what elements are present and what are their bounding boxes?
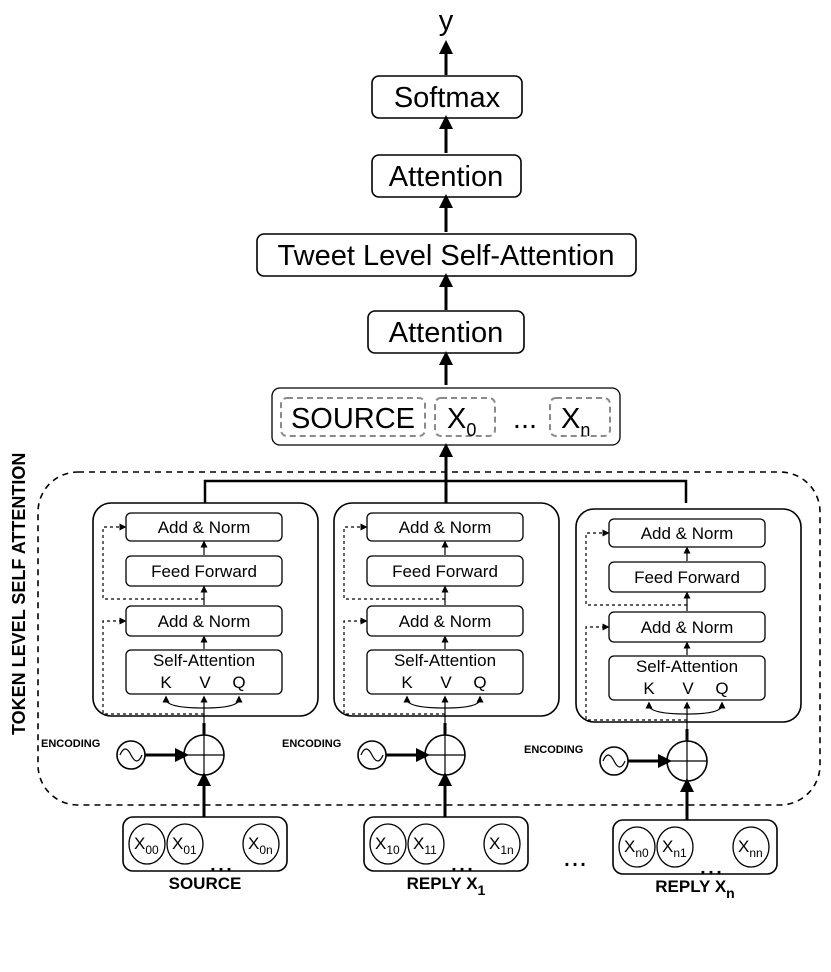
token-node xyxy=(483,823,521,865)
token-level-region xyxy=(37,471,821,806)
input-group-frame xyxy=(122,816,288,872)
concat-xn-label: Xn xyxy=(561,403,590,440)
token-node xyxy=(128,823,166,865)
token-label: Xn0 xyxy=(624,837,649,860)
token-label: Xnn xyxy=(738,837,763,860)
token-label: X0n xyxy=(248,834,273,857)
between-groups-ellipsis: ... xyxy=(563,841,587,873)
softmax-label: Softmax xyxy=(394,82,501,114)
token-node xyxy=(369,823,407,865)
token-node xyxy=(656,826,694,868)
tweet-level-label: Tweet Level Self-Attention xyxy=(278,240,615,272)
input-group-0: X00 X01 X0n...SOURCE xyxy=(122,816,288,893)
add-norm-bottom-label: Add & Norm xyxy=(158,612,251,631)
token-node xyxy=(618,826,656,868)
feed-forward-label: Feed Forward xyxy=(634,568,740,587)
encoding-label: ENCODING xyxy=(41,738,100,750)
self-attention-label: Self-Attention xyxy=(394,651,496,670)
token-label: X00 xyxy=(134,834,159,857)
residual-lower xyxy=(343,617,445,715)
token-node xyxy=(166,823,204,865)
token-ellipsis: ... xyxy=(450,846,474,878)
token-label: X01 xyxy=(172,834,197,857)
query-label: Q xyxy=(232,673,245,692)
token-label: X11 xyxy=(413,834,437,857)
residual-upper xyxy=(585,529,687,606)
self-attention-box xyxy=(125,649,283,695)
add-norm-bottom-label: Add & Norm xyxy=(641,618,734,637)
add-norm-top-label: Add & Norm xyxy=(158,518,251,537)
token-node xyxy=(732,826,770,868)
token-ellipsis: ... xyxy=(699,849,723,881)
add-norm-top-label: Add & Norm xyxy=(641,524,734,543)
token-level-side-label: TOKEN LEVEL SELF ATTENTION xyxy=(9,453,29,735)
value-label: V xyxy=(440,673,452,692)
token-ellipsis: ... xyxy=(209,846,233,878)
concat-ellipsis: ... xyxy=(513,403,537,435)
residual-upper xyxy=(343,523,445,600)
query-label: Q xyxy=(473,673,486,692)
input-to-q xyxy=(686,701,726,715)
encoding-label: ENCODING xyxy=(282,738,341,750)
token-node xyxy=(242,823,280,865)
add-norm-top-label: Add & Norm xyxy=(399,518,492,537)
input-group-frame xyxy=(612,819,778,875)
attention-bottom-label: Attention xyxy=(389,317,503,349)
encoder-merge-line xyxy=(203,479,688,503)
feed-forward-label: Feed Forward xyxy=(151,562,257,581)
encoding-label: ENCODING xyxy=(524,744,583,756)
value-label: V xyxy=(199,673,211,692)
concat-x0-label: X0 xyxy=(447,403,476,440)
feed-forward-label: Feed Forward xyxy=(392,562,498,581)
residual-lower xyxy=(585,623,687,721)
input-group-frame xyxy=(363,816,529,872)
input-to-k xyxy=(645,701,688,715)
input-to-q xyxy=(444,695,484,709)
input-group-1: X10 X11 X1n...REPLY X1 xyxy=(363,816,529,898)
input-group-label: SOURCE xyxy=(169,874,242,893)
key-label: K xyxy=(643,679,655,698)
token-label: X10 xyxy=(375,834,400,857)
residual-lower xyxy=(102,617,204,715)
input-group-2: Xn0 Xn1 Xnn...REPLY Xn xyxy=(612,819,778,901)
token-label: X1n xyxy=(489,834,514,857)
input-to-k xyxy=(162,695,205,709)
concat-xn-slot xyxy=(549,397,611,437)
input-to-q xyxy=(203,695,243,709)
token-label: Xn1 xyxy=(662,837,687,860)
self-attention-box xyxy=(366,649,524,695)
self-attention-box xyxy=(608,655,766,701)
key-label: K xyxy=(160,673,172,692)
token-node xyxy=(407,823,445,865)
concat-x0-slot xyxy=(434,397,496,437)
query-label: Q xyxy=(715,679,728,698)
self-attention-label: Self-Attention xyxy=(636,657,738,676)
input-group-label: REPLY Xn xyxy=(655,877,734,901)
input-group-label: REPLY X1 xyxy=(407,874,486,898)
attention-top-label: Attention xyxy=(389,161,503,193)
add-norm-bottom-label: Add & Norm xyxy=(399,612,492,631)
residual-upper xyxy=(102,523,204,600)
concat-source-label: SOURCE xyxy=(291,403,415,435)
output-label: y xyxy=(439,5,454,37)
value-label: V xyxy=(682,679,694,698)
self-attention-label: Self-Attention xyxy=(153,651,255,670)
input-to-k xyxy=(403,695,446,709)
key-label: K xyxy=(401,673,413,692)
concat-source-slot xyxy=(280,397,426,437)
